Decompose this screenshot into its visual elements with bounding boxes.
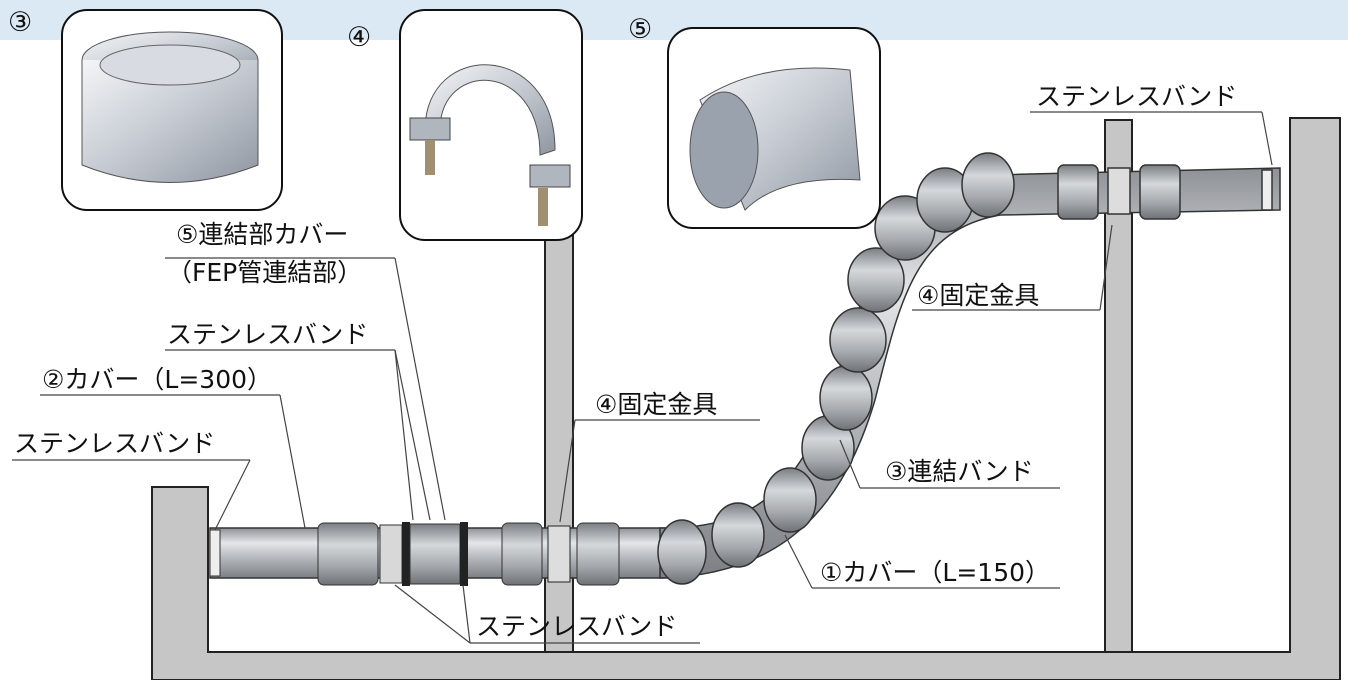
band-clamp-lower-2 [576,522,620,586]
label-sus-band-left: ステンレスバンド [14,429,216,458]
inset-5-box [667,27,881,229]
leader-lines [12,111,1273,644]
left-support-post [544,199,574,653]
label-coupling-band: ③連結バンド [885,457,1034,486]
label-cover-joint: ⑤連結部カバー [176,220,349,249]
inset-4-marker: ④ [347,22,372,53]
label-cover-l150: ①カバー（L=150） [820,558,1051,587]
band-clamp-lower-1 [501,522,543,586]
cover-l300 [317,522,379,586]
inset-4-box [399,9,583,241]
inset-3-marker: ③ [8,7,33,38]
label-sus-band-top-right: ステンレスバンド [1036,82,1238,111]
elbow-pipe [657,152,1281,585]
label-sus-band-mid: ステンレスバンド [167,320,369,349]
lower-pipe [209,522,681,586]
label-fixing-left: ④固定金具 [595,390,718,419]
inset-3-box [61,9,283,211]
label-fixing-right: ④固定金具 [917,281,1040,310]
inset-5-marker: ⑤ [628,14,653,45]
label-cover-l300: ②カバー（L=300） [42,365,273,394]
label-sus-band-bottom: ステンレスバンド [476,612,678,641]
label-cover-joint-note: （FEP管連結部） [167,258,363,287]
